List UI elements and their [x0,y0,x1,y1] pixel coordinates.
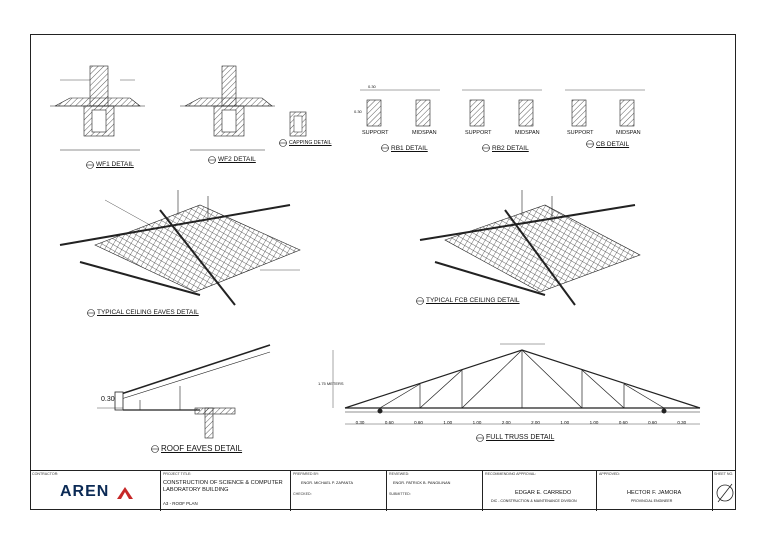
rb2-support-label: SUPPORT [465,130,492,136]
contractor-caption: CONTRACTOR: [32,472,59,476]
prepared-cell: PREPARED BY: ENGR. MICHAEL P. ZAPANTA CH… [290,471,386,511]
contractor-cell: CONTRACTOR: AREN [30,471,160,511]
truss-dimension: 0.30 [355,420,365,425]
project-title: CONSTRUCTION OF SCIENCE & COMPUTER LABOR… [163,480,283,493]
cb-midspan-label: MIDSPAN [616,130,641,136]
rb1-detail-title: RB1 DETAIL [391,145,428,152]
prepared-by-name: ENGR. MICHAEL P. ZAPANTA [301,481,353,485]
roof-eaves-dimension: 0.30 [101,396,115,403]
truss-dimension: 1.00 [589,420,599,425]
approved-name: HECTOR F. JAMORA [627,490,682,496]
wf2-detail-drawing [180,65,275,151]
cb-detail-title: CB DETAIL [596,141,630,148]
reviewed-by-name: ENGR. PATRICK B. PANGILINAN [393,481,451,485]
rb1-dim-side: 0.30 [354,109,362,114]
recommending-caption: RECOMMENDING APPROVAL: [485,472,537,476]
recommending-role: DIC - CONSTRUCTION & MAINTENANCE DIVISIO… [491,499,577,503]
prepared-by-caption: PREPARED BY: [293,472,320,476]
capping-detail-drawing [289,111,307,137]
rb2-midspan-label: MIDSPAN [515,130,540,136]
wf2-detail-title: WF2 DETAIL [218,156,256,163]
reviewed-caption: REVIEWED: [389,472,410,476]
project-title-caption: PROJECT TITLE: [163,472,192,476]
fcb-ceiling-drawing [419,190,641,306]
rb1-support-label: SUPPORT [362,130,389,136]
drawing-sheet-border [30,34,736,510]
truss-dimension: 0.60 [414,420,423,425]
full-truss-drawing [332,343,701,425]
rb1-dim-top: 0.30 [368,84,376,89]
truss-dimension: 2.00 [501,420,511,425]
cb-support-label: SUPPORT [567,130,594,136]
sheet-no-caption: SHEET NO. [714,472,734,476]
truss-dimension: 1.00 [443,420,453,425]
checked-caption: CHECKED: [293,492,312,496]
recommending-cell: RECOMMENDING APPROVAL: EDGAR E. CARREDO … [482,471,596,511]
roof-eaves-drawing [97,344,271,439]
truss-dimension: 1.00 [472,420,482,425]
detail-title-markers [86,139,594,453]
rb2-detail-title: RB2 DETAIL [492,145,529,152]
approved-role: PROVINCIAL ENGINEER [631,499,673,503]
title-block: CONTRACTOR: AREN PROJECT TITLE: CONSTRUC… [30,470,736,511]
truss-dimension: 1.00 [560,420,570,425]
rb1-midspan-label: MIDSPAN [412,130,437,136]
beam-sections-drawing [360,89,645,127]
submitted-caption: SUBMITTED: [389,492,411,496]
truss-dimension: 0.60 [384,420,394,425]
roof-eaves-title: ROOF EAVES DETAIL [161,444,243,453]
sheet-contents: A3 - ROOF PLAN [163,501,198,506]
sheet-empty-symbol-icon [716,483,734,503]
aren-logo: AREN [60,483,110,500]
capping-detail-title: CAPPING DETAIL [289,140,332,146]
approved-cell: APPROVED: HECTOR F. JAMORA PROVINCIAL EN… [596,471,712,511]
sheet-number-cell: SHEET NO. [712,471,736,511]
reviewed-cell: REVIEWED: ENGR. PATRICK B. PANGILINAN SU… [386,471,482,511]
truss-height-label: 1.75 METERS [318,381,344,386]
fcb-ceiling-title: TYPICAL FCB CEILING DETAIL [426,297,520,304]
truss-dimension: 0.60 [618,420,628,425]
ceiling-eaves-drawing [59,190,301,306]
wf1-detail-drawing [50,65,145,151]
aren-logo-mark-icon [117,487,133,499]
project-title-cell: PROJECT TITLE: CONSTRUCTION OF SCIENCE &… [160,471,290,511]
wf1-detail-title: WF1 DETAIL [96,161,134,168]
truss-dimension: 2.00 [531,420,540,425]
approved-caption: APPROVED: [599,472,620,476]
ceiling-eaves-title: TYPICAL CEILING EAVES DETAIL [97,309,199,316]
full-truss-title: FULL TRUSS DETAIL [486,434,555,441]
truss-dimension: 0.60 [648,420,657,425]
recommending-name: EDGAR E. CARREDO [515,490,572,496]
truss-dimension: 0.30 [677,420,687,425]
